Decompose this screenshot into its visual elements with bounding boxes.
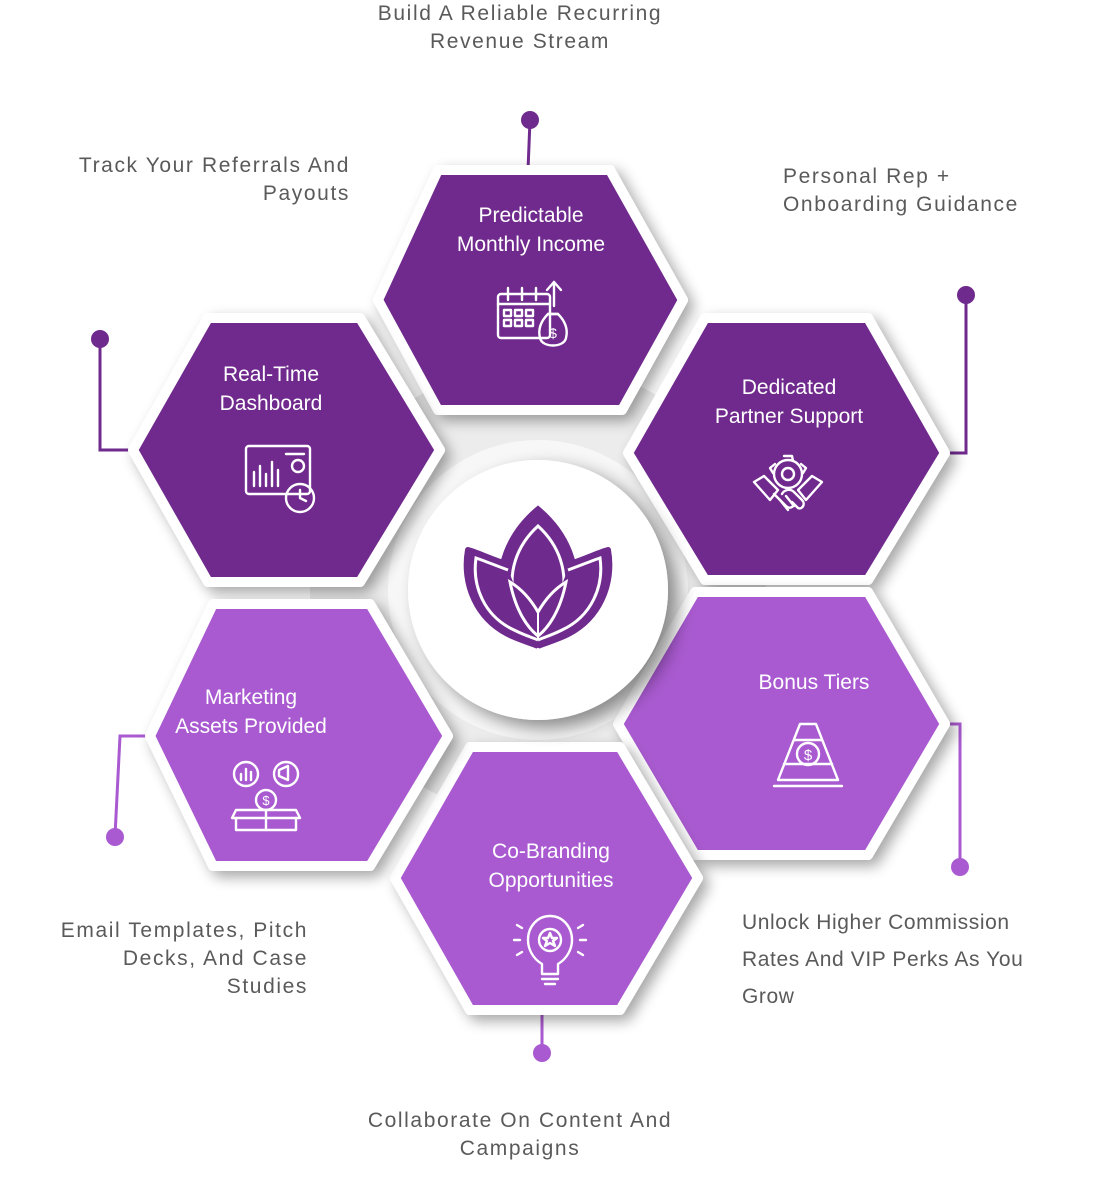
caption-line: Collaborate On Content And <box>367 1109 673 1132</box>
hex-title-line: Dashboard <box>219 392 323 415</box>
gear-handshake-icon <box>752 454 824 512</box>
caption-bottom-left: Email Templates, Pitch Decks, And Case S… <box>10 917 308 1001</box>
connector-bottom-right <box>945 722 962 866</box>
hex-title-bonus-tiers: Bonus Tiers <box>714 668 914 697</box>
hex-title-dedicated-partner-support: Dedicated Partner Support <box>680 373 898 431</box>
connector-top-right <box>945 295 968 455</box>
connector-dot-bottom <box>533 1044 551 1062</box>
hex-bonus-tiers <box>613 587 950 860</box>
caption-line: Payouts <box>262 182 350 205</box>
hex-marketing-assets-provided <box>145 599 453 871</box>
caption-line: Onboarding Guidance <box>783 193 1019 216</box>
caption-top: Build A Reliable Recurring Revenue Strea… <box>330 0 710 56</box>
connector-dot-top-left <box>91 330 109 348</box>
lotus-logo-icon <box>463 505 613 649</box>
caption-line: Decks, And Case <box>122 947 308 970</box>
hex-title-co-branding-opportunities: Co-Branding Opportunities <box>440 837 662 895</box>
connector-bottom-left <box>113 734 150 837</box>
hex-title-line: Opportunities <box>488 869 614 892</box>
calendar-money-bag-icon: $ <box>496 280 568 347</box>
svg-text:$: $ <box>804 747 813 764</box>
caption-bottom-right: Unlock Higher Commission Rates And VIP P… <box>742 904 1082 1015</box>
caption-line: Grow <box>742 985 795 1008</box>
connector-dot-top-right <box>957 286 975 304</box>
hex-title-line: Co-Branding <box>492 840 610 863</box>
caption-top-right: Personal Rep + Onboarding Guidance <box>783 163 1083 219</box>
hex-title-predictable-monthly-income: Predictable Monthly Income <box>420 201 642 259</box>
hex-predictable-monthly-income <box>373 165 688 415</box>
caption-bottom: Collaborate On Content And Campaigns <box>330 1107 710 1163</box>
dollar-pyramid-icon: $ <box>772 722 844 788</box>
lightbulb-star-icon <box>512 914 588 986</box>
hex-title-marketing-assets-provided: Marketing Assets Provided <box>140 683 362 741</box>
hex-title-real-time-dashboard: Real-Time Dashboard <box>160 360 382 418</box>
hex-title-line: Assets Provided <box>175 715 327 738</box>
hex-co-branding-opportunities <box>390 742 703 1015</box>
caption-line: Email Templates, Pitch <box>60 919 308 942</box>
caption-line: Track Your Referrals And <box>78 154 350 177</box>
dashboard-clock-icon <box>244 444 316 514</box>
caption-line: Campaigns <box>459 1137 581 1160</box>
caption-line: Build A Reliable Recurring <box>377 2 663 25</box>
marketing-box-icon: $ <box>230 760 302 832</box>
connector-dot-bottom-right <box>951 858 969 876</box>
hex-title-line: Monthly Income <box>456 233 606 256</box>
caption-line: Unlock Higher Commission <box>742 911 1010 934</box>
hex-title-line: Dedicated <box>741 376 837 399</box>
hex-title-line: Partner Support <box>714 405 864 428</box>
hex-title-line: Bonus Tiers <box>758 671 870 694</box>
caption-line: Studies <box>226 975 308 998</box>
caption-line: Personal Rep + <box>783 165 951 188</box>
caption-line: Revenue Stream <box>430 30 610 53</box>
hex-title-line: Real-Time <box>222 363 320 386</box>
connector-top-left <box>98 340 133 452</box>
connector-dot-top <box>521 111 539 129</box>
connector-dot-bottom-left <box>106 828 124 846</box>
hex-real-time-dashboard <box>128 313 445 587</box>
hex-title-line: Predictable <box>478 204 584 227</box>
hex-dedicated-partner-support <box>623 313 950 585</box>
caption-top-left: Track Your Referrals And Payouts <box>20 152 350 208</box>
svg-text:$: $ <box>549 325 557 341</box>
caption-line: Rates And VIP Perks As You <box>742 948 1024 971</box>
svg-text:$: $ <box>262 793 270 808</box>
hex-title-line: Marketing <box>204 686 298 709</box>
